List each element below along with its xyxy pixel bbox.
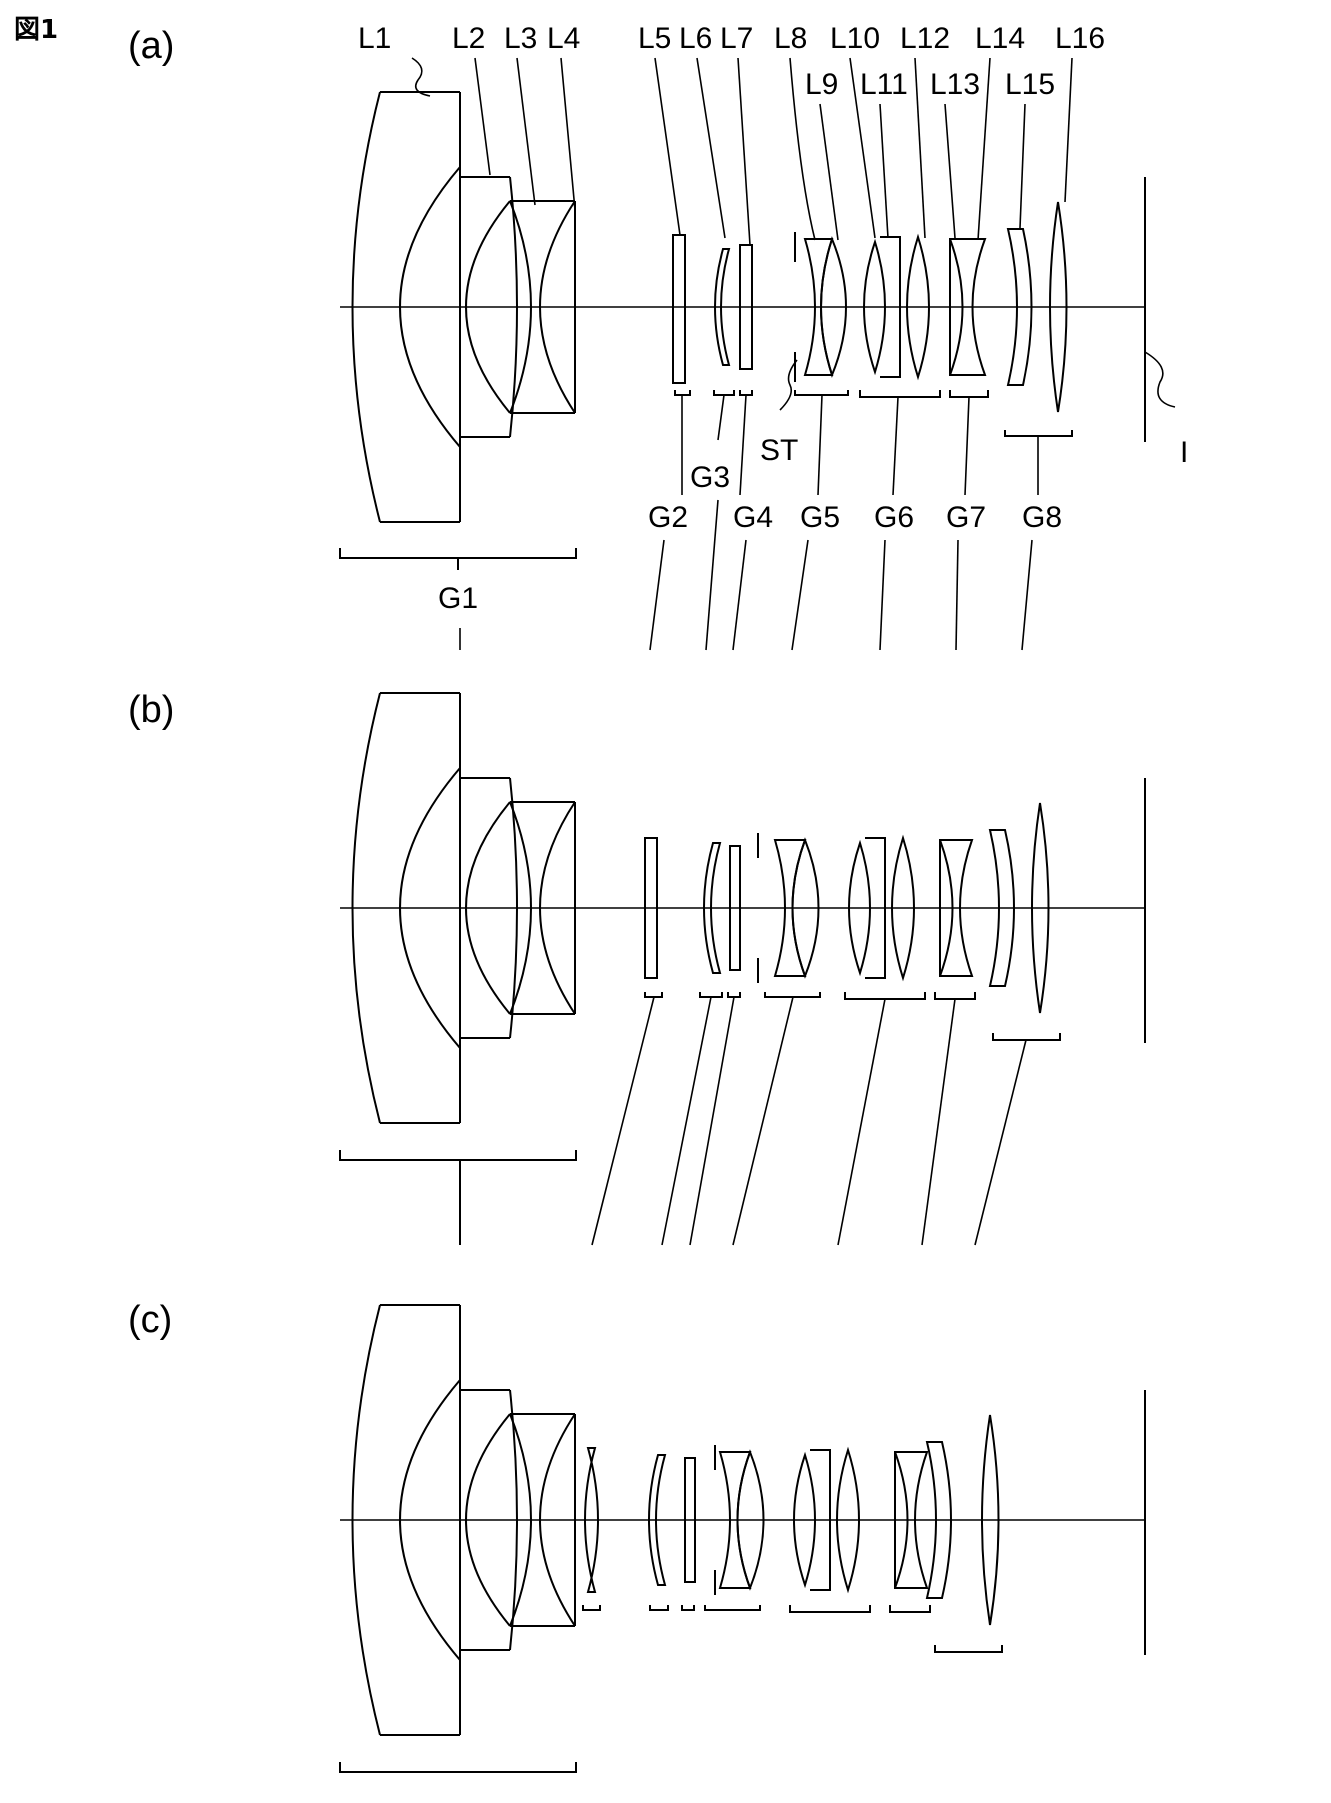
label-g2: G2 <box>648 501 688 534</box>
group-brackets-c <box>340 1605 1002 1772</box>
panel-label-a: (a) <box>128 25 174 67</box>
label-g3: G3 <box>690 461 730 494</box>
panel-label-c: (c) <box>128 1299 172 1341</box>
label-l8: L8 <box>774 22 807 55</box>
label-l7: L7 <box>720 22 753 55</box>
label-l10: L10 <box>830 22 880 55</box>
figure-label: 図1 <box>14 15 58 45</box>
label-g5: G5 <box>800 501 840 534</box>
group-labels-a: G1 G2 G3 G4 G5 G6 G7 G8 ST I <box>438 434 1188 615</box>
label-stop: ST <box>760 434 798 467</box>
panel-label-b: (b) <box>128 689 174 731</box>
group-brackets-b <box>340 992 1060 1245</box>
lens-labels-a: L1 L2 L3 L4 L5 L6 L7 L8 L9 L10 L11 L12 L… <box>358 22 1105 101</box>
label-l2: L2 <box>452 22 485 55</box>
lens-assembly-b <box>340 693 1145 1123</box>
lens-assembly-c <box>340 1305 1145 1735</box>
label-image-plane: I <box>1180 436 1188 469</box>
label-g1: G1 <box>438 582 478 615</box>
label-l16: L16 <box>1055 22 1105 55</box>
label-l6: L6 <box>679 22 712 55</box>
label-l5: L5 <box>638 22 671 55</box>
label-l12: L12 <box>900 22 950 55</box>
label-l9: L9 <box>805 68 838 101</box>
label-g4: G4 <box>733 501 773 534</box>
label-l1: L1 <box>358 22 391 55</box>
label-g7: G7 <box>946 501 986 534</box>
label-l11: L11 <box>860 68 908 101</box>
label-l3: L3 <box>504 22 537 55</box>
label-l13: L13 <box>930 68 980 101</box>
label-g6: G6 <box>874 501 914 534</box>
lens-assembly-a <box>340 92 1175 522</box>
label-l14: L14 <box>975 22 1025 55</box>
group-leaders-a <box>682 360 1038 495</box>
label-g8: G8 <box>1022 501 1062 534</box>
movement-arrows-bc <box>592 997 1026 1245</box>
label-l4: L4 <box>547 22 580 55</box>
label-l15: L15 <box>1005 68 1055 101</box>
